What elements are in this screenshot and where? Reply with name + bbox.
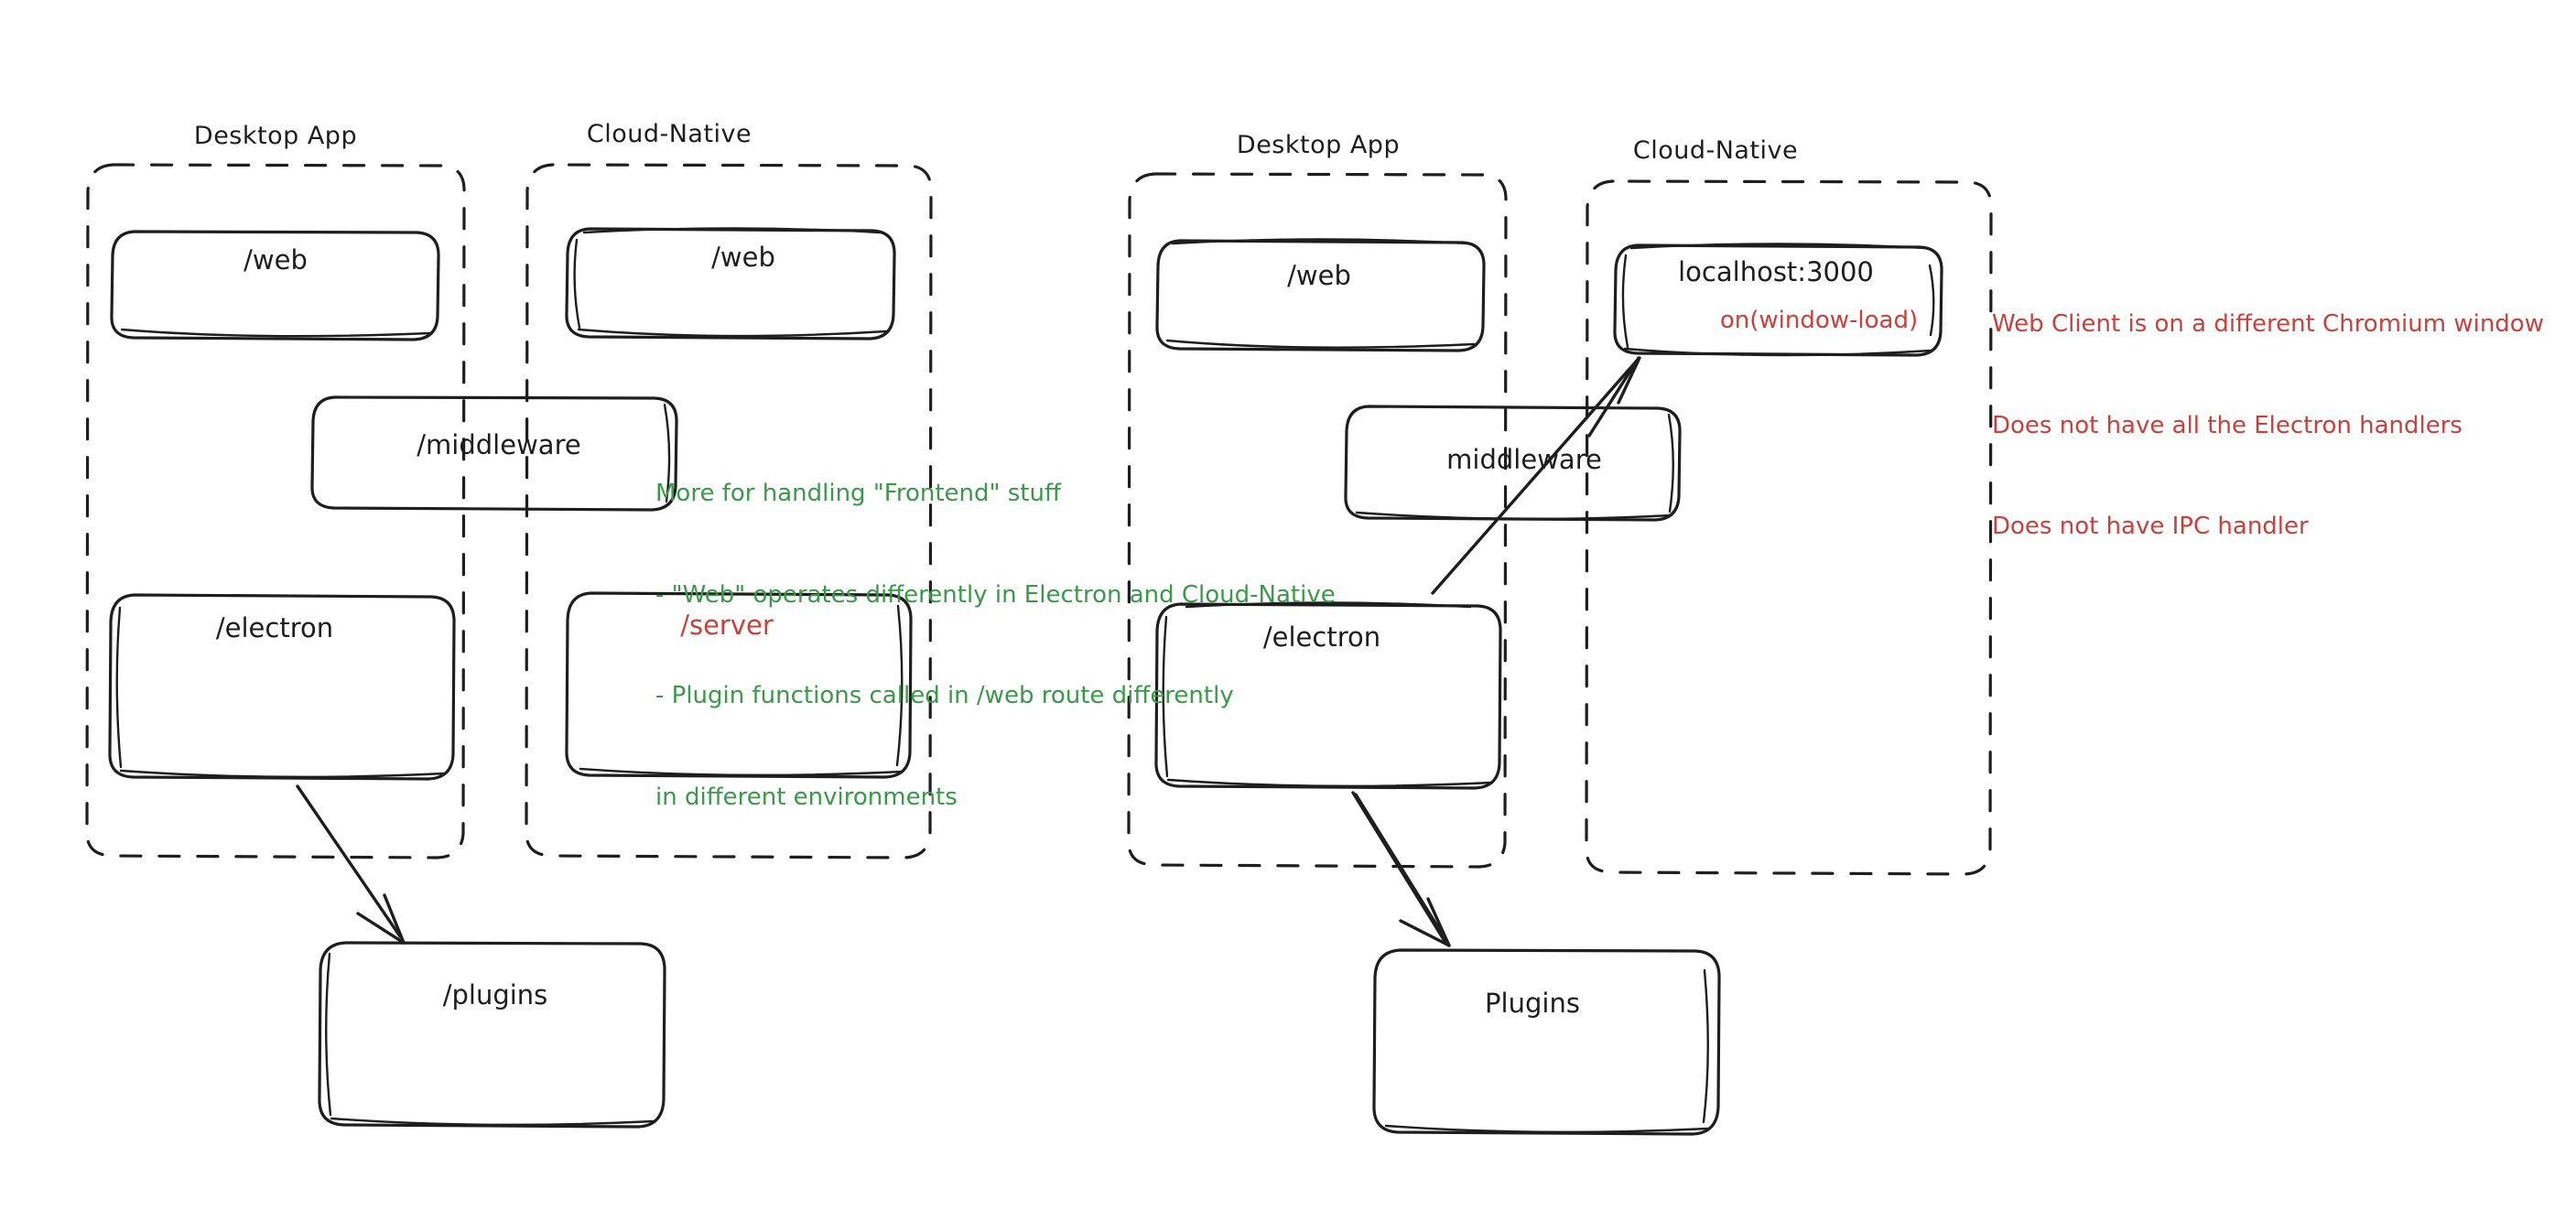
red-note-line-1: Web Client is on a different Chromium wi… (1992, 309, 2544, 338)
left-plugins-box (318, 941, 666, 1129)
green-note-line-4: in different environments (655, 783, 958, 811)
green-note-line-2: - "Web" operates differently in Electron… (655, 580, 1336, 609)
right-localhost-label: localhost:3000 (1678, 256, 1874, 287)
green-note-line-3: - Plugin functions called in /web route … (655, 682, 1234, 710)
green-annotation-note: More for handling "Frontend" stuff - "We… (655, 409, 1336, 882)
right-middleware-label: middleware (1446, 444, 1602, 475)
right-plugins-label: Plugins (1485, 988, 1580, 1019)
right-electron-label: /electron (1262, 621, 1381, 653)
left-desktop-app-group-label: Desktop App (193, 122, 358, 150)
left-cloud-native-group-label: Cloud-Native (586, 120, 752, 148)
left-electron-label: /electron (215, 612, 334, 643)
red-note-line-2: Does not have all the Electron handlers (1992, 411, 2462, 439)
green-note-line-1: More for handling "Frontend" stuff (655, 479, 1061, 507)
left-desktop-web-label: /web (244, 244, 308, 276)
right-cloud-native-group-label: Cloud-Native (1632, 136, 1799, 165)
right-plugins-box (1372, 948, 1721, 1136)
right-desktop-web-box (1155, 238, 1486, 352)
left-electron-to-plugins-arrow (296, 784, 406, 945)
right-electron-to-plugins-arrow (1351, 791, 1451, 947)
red-note-line-3: Does not have IPC handler (1992, 513, 2309, 541)
left-server-label: /server (680, 610, 774, 641)
left-cloud-web-label: /web (711, 242, 775, 273)
right-localhost-sublabel: on(window-load) (1719, 307, 1919, 334)
red-annotation-note: Web Client is on a different Chromium wi… (1992, 240, 2544, 611)
left-plugins-label: /plugins (442, 979, 548, 1010)
right-desktop-web-label: /web (1287, 260, 1351, 291)
right-desktop-app-group-label: Desktop App (1236, 131, 1401, 159)
left-middleware-label: /middleware (417, 429, 581, 460)
